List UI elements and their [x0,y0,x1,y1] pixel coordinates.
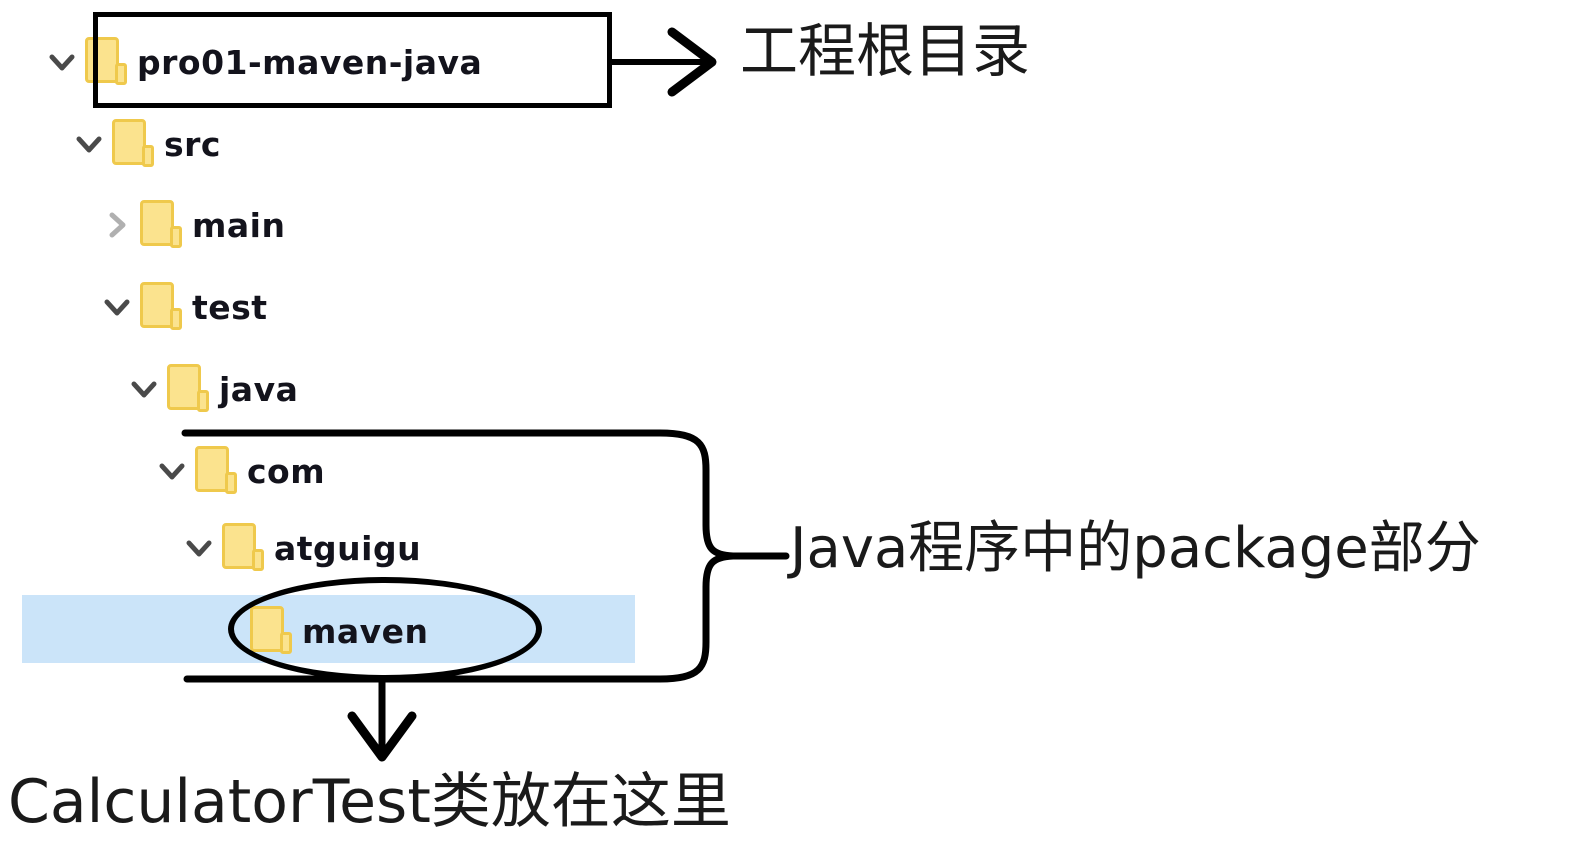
tree-item-pro01-maven-java[interactable]: pro01-maven-java [45,26,482,98]
tree-item-atguigu[interactable]: atguigu [182,512,421,584]
tree-item-com[interactable]: com [155,435,325,507]
chevron-down-icon[interactable] [100,290,134,324]
maven-package-callout-ellipse [228,577,542,681]
chevron-down-icon[interactable] [182,531,216,565]
arrow-right-icon [612,27,717,97]
folder-icon [195,446,237,496]
package-part-annotation-text: Java程序中的package部分 [790,516,1481,581]
chevron-right-icon[interactable] [100,208,134,242]
tree-item-label: java [219,369,299,409]
tree-item-label: src [164,124,221,164]
folder-icon [112,119,154,169]
tree-item-label: atguigu [274,528,422,568]
folder-icon [222,523,264,573]
tree-item-src[interactable]: src [72,108,221,180]
root-directory-annotation-text: 工程根目录 [740,17,1031,85]
root-directory-callout-box [93,12,612,108]
tree-item-main[interactable]: main [100,189,285,261]
arrow-down-icon [347,679,417,762]
folder-icon [167,364,209,414]
chevron-down-icon[interactable] [127,372,161,406]
tree-item-test[interactable]: test [100,271,268,343]
calculator-test-location-annotation-text: CalculatorTest类放在这里 [8,767,731,837]
chevron-down-icon[interactable] [155,454,189,488]
folder-icon [85,37,127,87]
tree-item-java[interactable]: java [127,353,298,425]
folder-icon [140,200,182,250]
chevron-down-icon[interactable] [45,45,79,79]
tree-item-label: pro01-maven-java [137,42,483,82]
folder-icon [140,282,182,332]
chevron-down-icon[interactable] [72,127,106,161]
tree-item-label: test [192,287,268,327]
tree-item-label: main [192,205,286,245]
tree-item-label: com [247,451,326,491]
